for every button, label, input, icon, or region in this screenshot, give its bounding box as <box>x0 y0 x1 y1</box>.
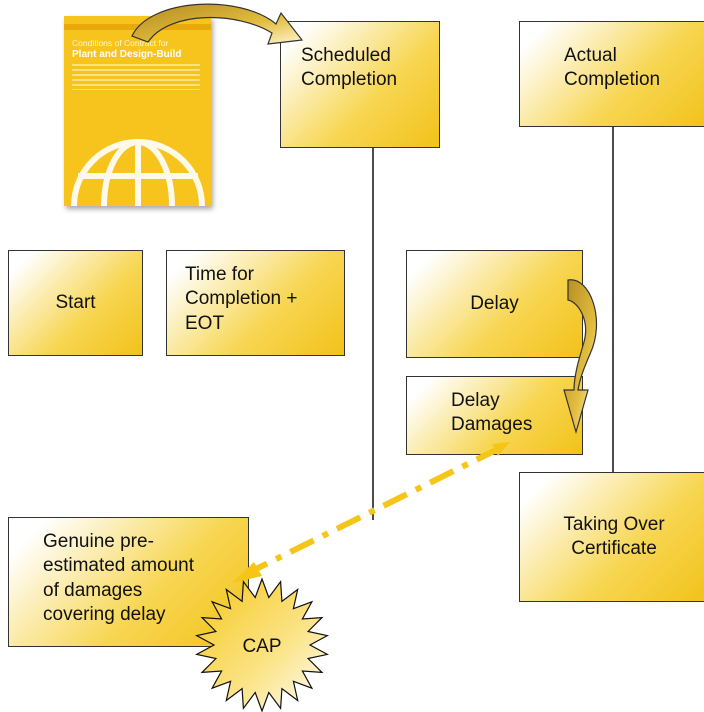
actual-completion-box: Actual Completion <box>519 21 704 127</box>
start-box: Start <box>8 250 143 356</box>
scheduled-completion-box: Scheduled Completion <box>280 21 440 148</box>
cover-text-lines <box>72 64 200 90</box>
delay-box: Delay <box>406 250 583 358</box>
globe-icon <box>71 139 205 206</box>
cover-title-line1: Conditions of Contract for <box>72 38 169 48</box>
start-label: Start <box>55 291 96 313</box>
actual-completion-label: Actual Completion <box>564 45 661 91</box>
taking-over-certificate-box: Taking Over Certificate <box>519 472 704 602</box>
delay-label: Delay <box>470 292 519 314</box>
dash-dot-arrowhead <box>232 562 262 583</box>
genuine-pre-estimate-label: Genuine pre- estimated amount of damages… <box>43 531 195 625</box>
dash-dot-arrow <box>232 442 510 583</box>
time-for-completion-label: Time for Completion + EOT <box>185 264 298 334</box>
curved-arrow-to-scheduled-completion <box>131 3 304 45</box>
delay-damages-label: Delay Damages <box>451 390 533 436</box>
cap-label: CAP <box>242 636 281 657</box>
genuine-pre-estimate-box: Genuine pre- estimated amount of damages… <box>8 517 249 647</box>
dash-dot-arrowtail <box>492 442 510 456</box>
delay-damages-box: Delay Damages <box>406 376 583 455</box>
starburst-shape <box>194 577 330 712</box>
curved-arrow-delay-to-damages <box>563 279 598 435</box>
scheduled-completion-label: Scheduled Completion <box>301 45 398 91</box>
fidic-book-cover: Conditions of Contract for Plant and Des… <box>64 16 211 206</box>
taking-over-certificate-label: Taking Over Certificate <box>563 513 665 559</box>
dash-dot-arrow-line <box>248 445 502 575</box>
cap-starburst: CAP <box>194 577 330 712</box>
time-for-completion-box: Time for Completion + EOT <box>166 250 345 356</box>
cover-title-line2: Plant and Design-Build <box>72 49 182 60</box>
